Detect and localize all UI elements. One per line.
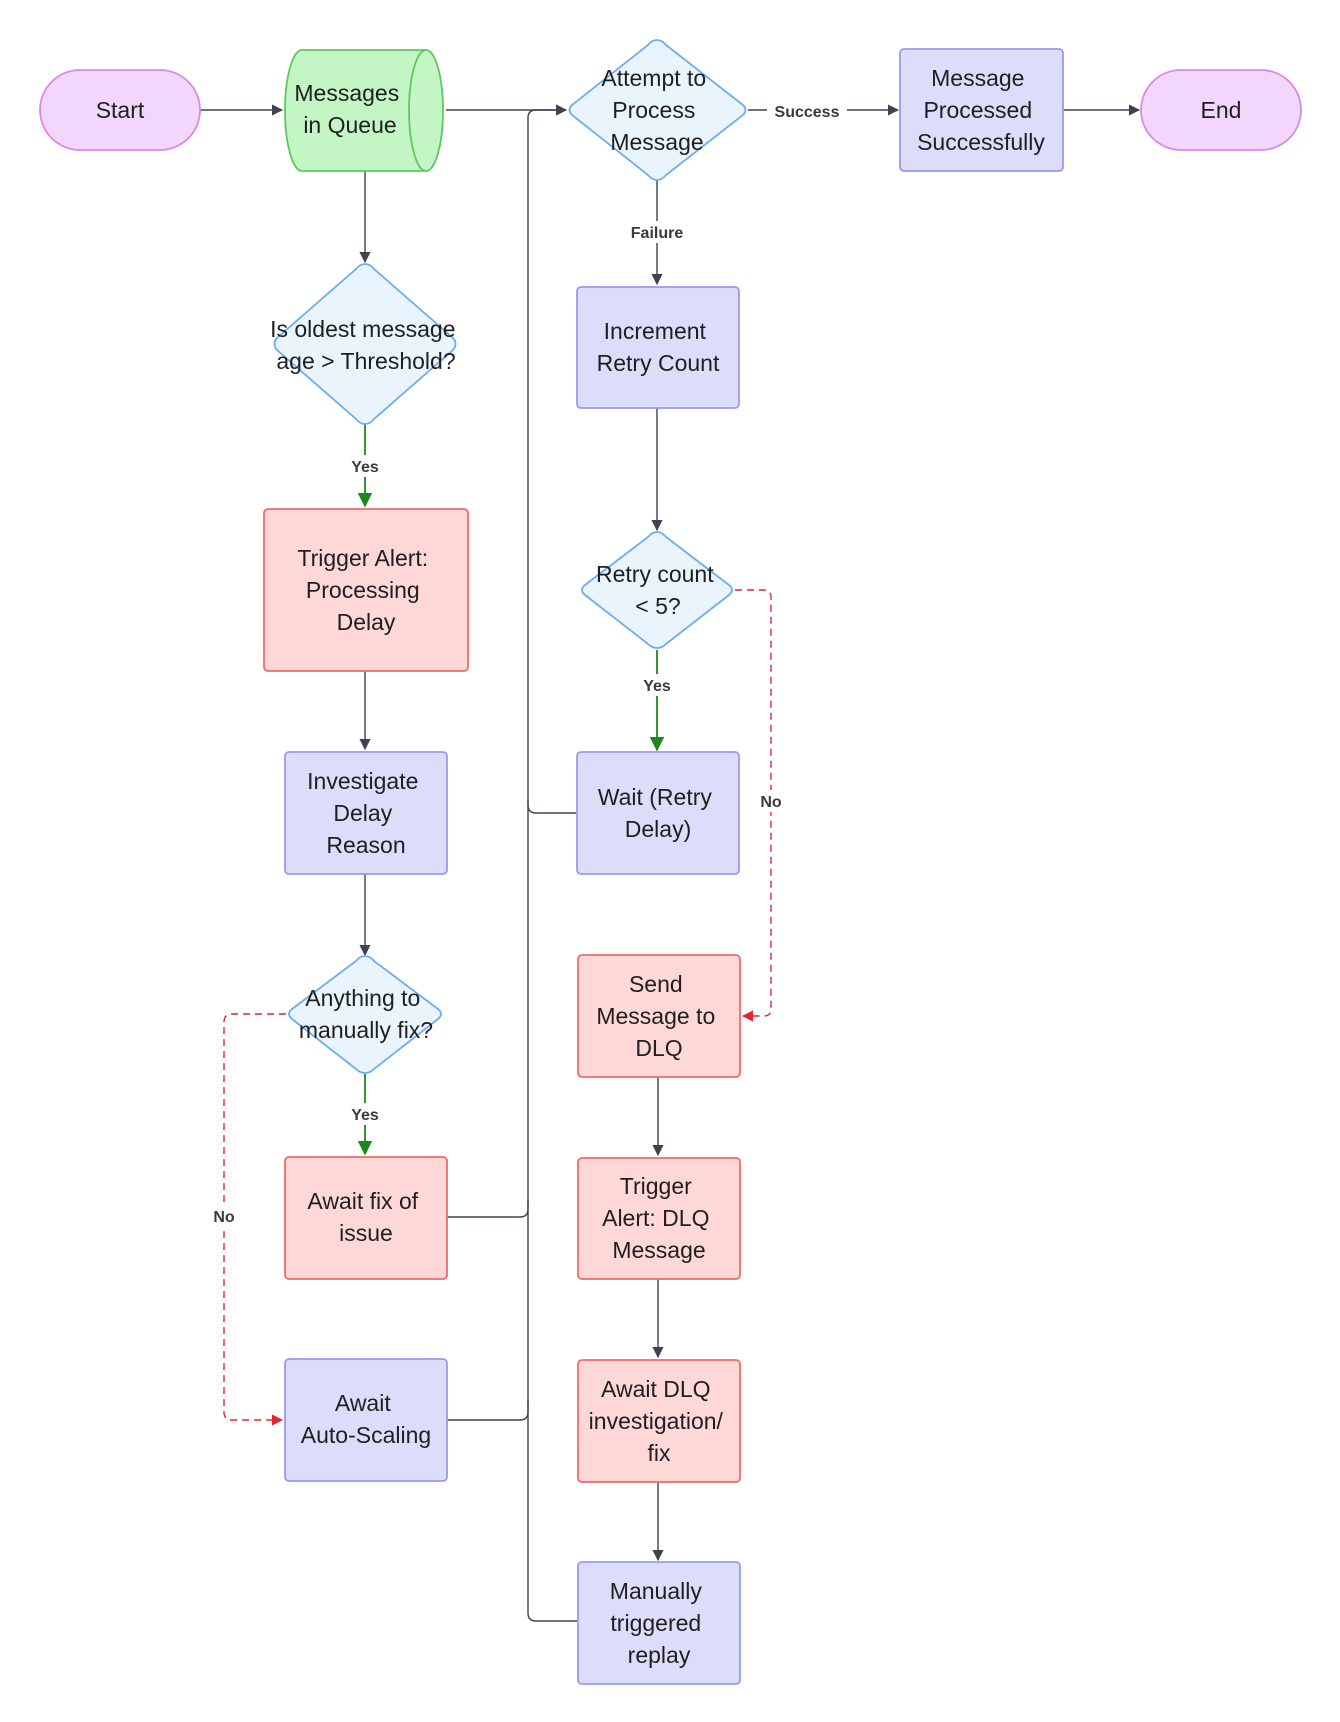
node-replay-line-3: replay: [628, 1642, 691, 1668]
node-age-check: Is oldest message age > Threshold?: [270, 263, 462, 425]
node-replay-label: Manually triggered replay: [610, 1578, 708, 1668]
node-await-scaling-line-1: Await: [335, 1390, 391, 1416]
node-processed-line-1: Message: [931, 65, 1024, 91]
node-end-line: End: [1201, 97, 1242, 123]
node-await-fix-line-2: issue: [339, 1220, 393, 1246]
node-end-label: End: [1201, 97, 1242, 123]
node-await-dlq: Await DLQ investigation/ fix: [577, 1359, 741, 1483]
node-send-dlq-line-3: DLQ: [635, 1035, 682, 1061]
edge-waitretry-attempt: [527, 104, 576, 814]
node-processed-label: Message Processed Successfully: [917, 65, 1045, 155]
node-send-dlq-line-1: Send: [629, 971, 683, 997]
node-await-fix-line-1: Await fix of: [307, 1188, 418, 1214]
node-alert-dlq-line-3: Message: [612, 1237, 705, 1263]
node-manual-check-label: Anything to manually fix?: [299, 985, 433, 1043]
node-increment-line-2: Retry Count: [597, 350, 720, 376]
node-await-dlq-line-2: investigation/: [589, 1408, 724, 1434]
node-await-dlq-line-1: Await DLQ: [601, 1376, 711, 1402]
node-replay-line-1: Manually: [610, 1578, 703, 1604]
edge-label-no-retry: No: [760, 794, 782, 811]
node-end: End: [1140, 69, 1302, 151]
node-manual-check-line-2: manually fix?: [299, 1017, 433, 1043]
node-await-scaling: Await Auto-Scaling: [284, 1358, 448, 1482]
node-start-label: Start: [96, 97, 145, 123]
node-increment-line-1: Increment: [604, 318, 707, 344]
node-await-fix-label: Await fix of issue: [307, 1188, 424, 1246]
node-await-dlq-line-3: fix: [648, 1440, 672, 1466]
node-alert-dlq-label: Trigger Alert: DLQ Message: [602, 1173, 716, 1263]
node-alert-delay-line-1: Trigger Alert:: [297, 545, 428, 571]
edge-replay-attempt: [527, 1400, 577, 1622]
node-attempt-label: Attempt to Process Message: [601, 65, 712, 155]
node-alert-dlq-line-1: Trigger: [620, 1173, 692, 1199]
node-await-scaling-line-2: Auto-Scaling: [301, 1422, 431, 1448]
node-investigate: Investigate Delay Reason: [284, 751, 448, 875]
node-wait-retry-line-2: Delay): [625, 816, 691, 842]
node-alert-delay-label: Trigger Alert: Processing Delay: [297, 545, 434, 635]
node-replay-line-2: triggered: [610, 1610, 701, 1636]
node-alert-dlq: Trigger Alert: DLQ Message: [577, 1157, 741, 1280]
edges: [200, 104, 1141, 1622]
node-await-scaling-label: Await Auto-Scaling: [301, 1390, 431, 1448]
node-alert-delay-line-3: Delay: [337, 609, 396, 635]
node-age-check-line-2: age > Threshold?: [276, 348, 455, 374]
node-send-dlq: Send Message to DLQ: [577, 954, 741, 1078]
node-send-dlq-label: Send Message to DLQ: [596, 971, 721, 1061]
node-investigate-label: Investigate Delay Reason: [307, 768, 425, 858]
node-await-dlq-label: Await DLQ investigation/ fix: [589, 1376, 730, 1466]
node-alert-delay-line-2: Processing: [306, 577, 420, 603]
node-send-dlq-line-2: Message to: [596, 1003, 715, 1029]
edge-label-yes-retry: Yes: [643, 678, 671, 695]
node-alert-dlq-line-2: Alert: DLQ: [602, 1205, 709, 1231]
node-manual-check: Anything to manually fix?: [288, 955, 442, 1074]
node-queue: Messages in Queue: [284, 49, 444, 172]
node-processed-line-2: Processed: [923, 97, 1032, 123]
node-wait-retry-line-1: Wait (Retry: [598, 784, 713, 810]
node-processed: Message Processed Successfully: [899, 48, 1064, 172]
node-manual-check-line-1: Anything to: [305, 985, 420, 1011]
node-attempt: Attempt to Process Message: [568, 39, 747, 181]
edge-awaitfix-attempt: [447, 800, 529, 1218]
edge-label-success: Success: [775, 104, 840, 121]
edge-label-yes-manual: Yes: [351, 1107, 379, 1124]
node-alert-delay: Trigger Alert: Processing Delay: [263, 508, 469, 672]
node-age-check-line-1: Is oldest message: [270, 316, 455, 342]
node-attempt-line-1: Attempt to: [601, 65, 706, 91]
node-retry-check-label: Retry count < 5?: [596, 561, 720, 619]
edge-label-no-manual: No: [213, 1209, 235, 1226]
node-retry-check-line-2: < 5?: [635, 593, 680, 619]
node-queue-line-2: in Queue: [303, 112, 396, 138]
node-retry-check-line-1: Retry count: [596, 561, 714, 587]
node-increment: Increment Retry Count: [576, 286, 740, 409]
edge-label-yes-age: Yes: [351, 459, 379, 476]
node-investigate-line-2: Delay: [333, 800, 392, 826]
node-await-fix: Await fix of issue: [284, 1156, 448, 1280]
node-queue-label: Messages in Queue: [294, 80, 405, 138]
node-attempt-line-3: Message: [610, 129, 703, 155]
node-investigate-line-1: Investigate: [307, 768, 418, 794]
node-replay: Manually triggered replay: [577, 1561, 741, 1685]
edge-awaitscaling-attempt: [447, 1200, 529, 1421]
node-processed-line-3: Successfully: [917, 129, 1045, 155]
node-wait-retry: Wait (Retry Delay): [576, 751, 740, 875]
nodes: Start Messages in Queue Attempt to Proce…: [39, 39, 1302, 1685]
node-retry-check: Retry count < 5?: [581, 531, 733, 649]
edge-labels: Success Failure Yes Yes No Yes No: [208, 100, 847, 1227]
edge-label-failure: Failure: [631, 225, 684, 242]
node-attempt-line-2: Process: [612, 97, 695, 123]
node-start-line: Start: [96, 97, 145, 123]
node-age-check-label: Is oldest message age > Threshold?: [270, 316, 462, 374]
node-investigate-line-3: Reason: [326, 832, 405, 858]
node-increment-label: Increment Retry Count: [597, 318, 720, 376]
node-wait-retry-label: Wait (Retry Delay): [598, 784, 719, 842]
node-start: Start: [39, 69, 201, 151]
node-queue-line-1: Messages: [294, 80, 399, 106]
